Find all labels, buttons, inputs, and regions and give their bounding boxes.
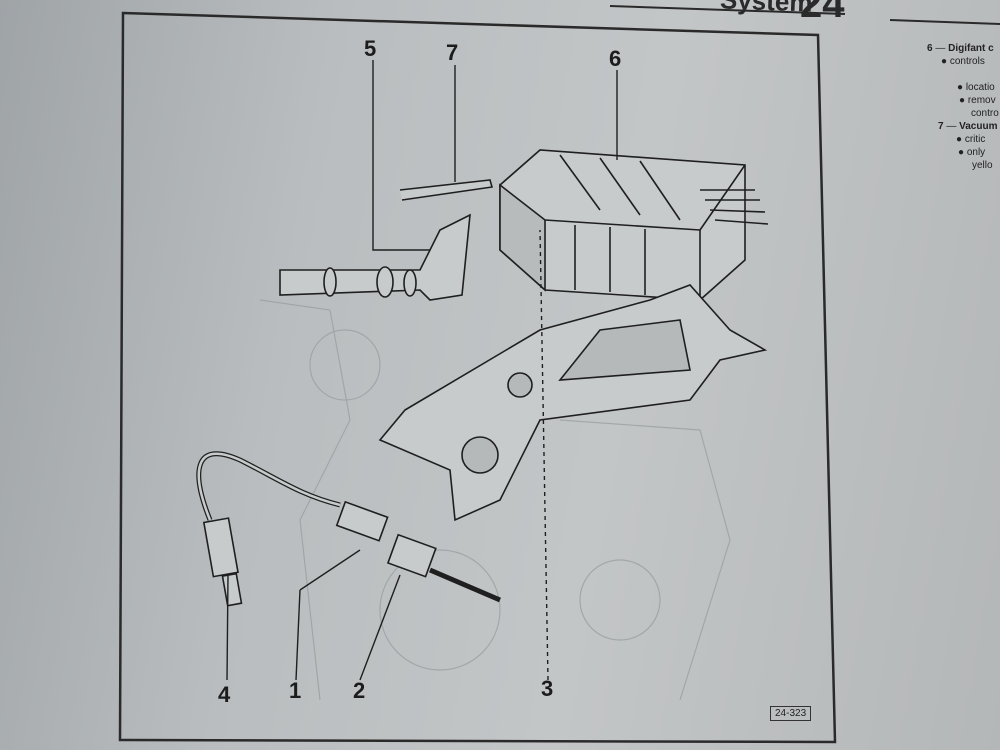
sidebar-rule (889, 19, 1000, 25)
callout-7: 7 (446, 40, 459, 65)
header-rule (609, 5, 846, 15)
item-number: 7 (938, 121, 944, 132)
sidebar-item-7: 7 — Vacuum ● critic ● only yello (938, 121, 998, 171)
control-unit-drawing (499, 149, 769, 301)
figure-border (118, 11, 837, 744)
mounting-bracket-drawing (378, 284, 768, 522)
item-number: 6 (927, 43, 933, 54)
callout-6: 6 (609, 46, 622, 71)
figure-number: 24-323 (770, 706, 812, 721)
bullet: locatio (965, 82, 995, 93)
item-title: Digifant c (948, 43, 994, 54)
callout-3: 3 (541, 676, 554, 701)
harness-connector-drawing (279, 179, 494, 301)
bullet: controls (949, 56, 985, 67)
oxygen-sensor-drawing (196, 451, 501, 607)
bullet: critic (964, 134, 986, 145)
callout-2: 2 (353, 678, 366, 703)
bullet: remov (967, 95, 996, 106)
faint-background-art (259, 299, 731, 701)
bullet: only (966, 147, 986, 158)
sidebar-item-6: 6 — Digifant c ● controls ● locatio ● re… (927, 43, 999, 119)
bullet-continued: contro (971, 108, 999, 119)
bullet-continued: yello (972, 160, 993, 171)
callout-4: 4 (218, 682, 231, 707)
callout-1: 1 (289, 678, 302, 703)
item-title: Vacuum (959, 121, 998, 132)
callout-leaders (226, 60, 618, 681)
callout-5: 5 (364, 36, 377, 61)
